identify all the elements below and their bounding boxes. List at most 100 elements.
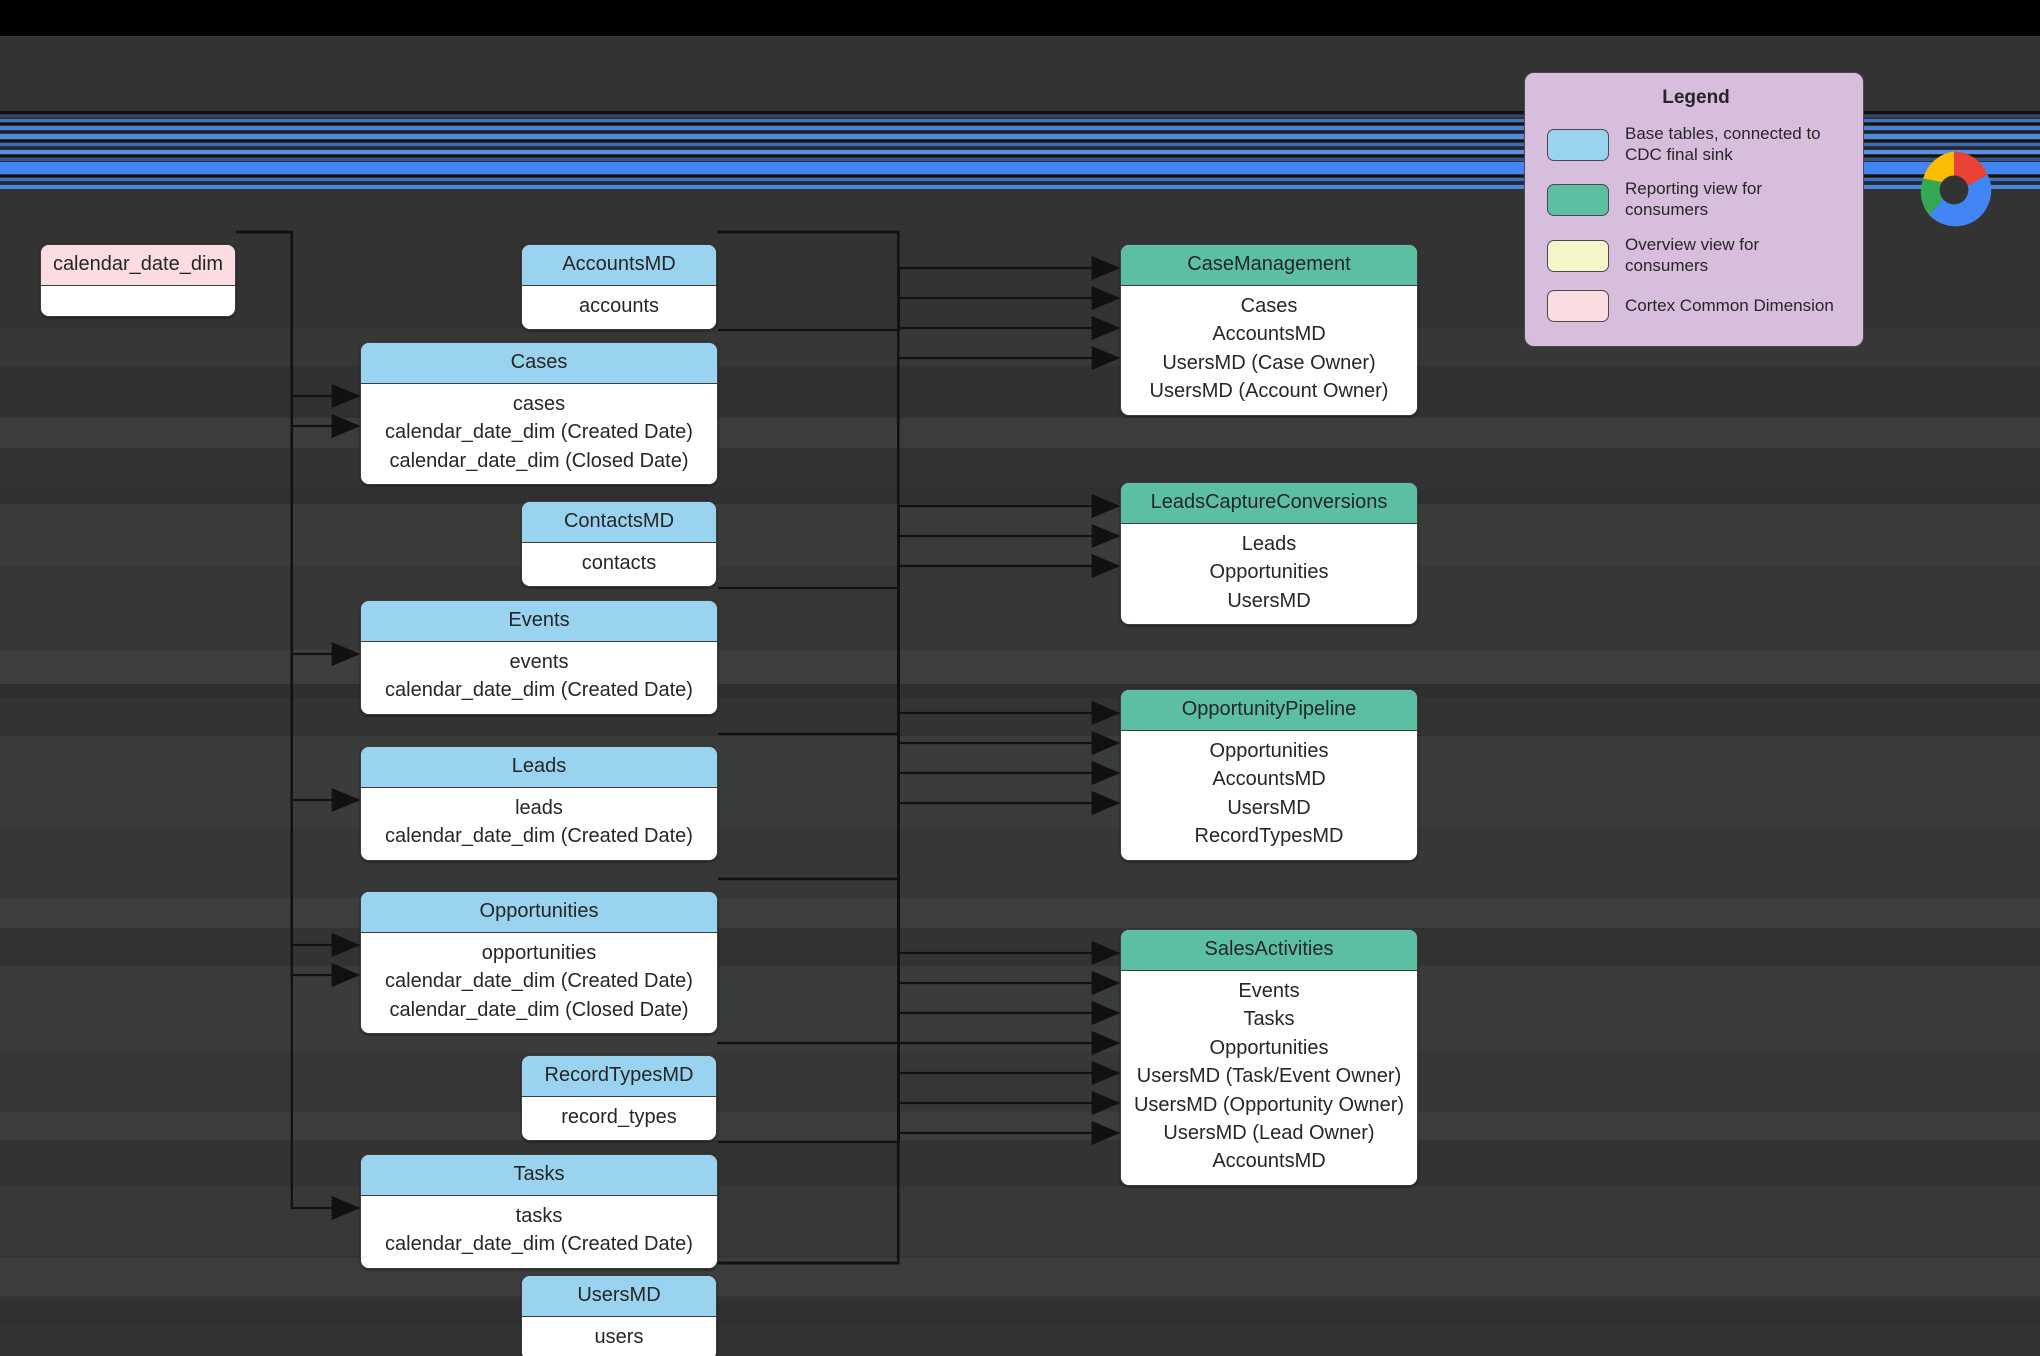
edge [236,230,361,813]
node-recordtypesmd[interactable]: RecordTypesMD record_types [521,1055,717,1142]
node-row: accounts [578,295,660,317]
edge [717,230,1121,311]
node-row: opportunities [481,942,597,964]
node-title-recordtypesmd: RecordTypesMD [522,1056,716,1097]
edge [717,790,1121,1045]
edge [718,523,1121,881]
edge [718,877,1121,1026]
node-row: Events [1238,980,1300,1002]
edge [718,493,1121,736]
node-row: cases [512,393,566,415]
legend-item-label: Cortex Common Dimension [1625,296,1834,316]
node-title-cases: Cases [361,343,717,384]
legend-item-label: Base tables, connected to CDC final sink [1625,124,1821,164]
edge [236,230,361,409]
node-row: events [509,651,569,673]
google-cloud-logo [1920,151,1992,227]
edge [236,230,361,1221]
edge [717,760,1121,1265]
legend-panel: Legend Base tables, connected to CDC fin… [1524,72,1864,347]
node-usersmd[interactable]: UsersMD users [521,1275,717,1356]
legend-item-label: Overview view for consumers [1625,234,1760,275]
node-title-accountsmd: AccountsMD [522,245,716,286]
edge [717,345,1121,1265]
node-row: RecordTypesMD [1194,825,1344,848]
node-row: calendar_date_dim (Created Date) [385,421,693,444]
node-title-tasks: Tasks [361,1155,717,1196]
node-row: Leads [1241,533,1297,555]
edge [718,255,1121,332]
node-title-calendar_date_dim: calendar_date_dim [41,245,235,286]
legend-title: Legend [1662,87,1730,108]
node-row: Tasks [1243,1008,1295,1031]
node-cases[interactable]: Cases cases calendar_date_dim (Created Dat… [360,342,718,486]
node-body-calendar_date_dim [41,286,235,316]
legend-item: Cortex Common Dimension [1547,290,1845,323]
edge [236,230,361,958]
node-row: AccountsMD [1212,323,1326,346]
node-title-usersmd: UsersMD [522,1276,716,1317]
edge [717,230,1121,756]
node-body-accountsmd: accounts [522,286,716,330]
node-row: Opportunities [1209,561,1329,584]
node-title-casemanagement: CaseManagement [1121,245,1417,286]
node-row: leads [515,797,563,819]
node-title-events: Events [361,601,717,642]
cortex-dimension-swatch [1547,290,1609,323]
node-row: UsersMD (Case Owner) [1162,351,1376,374]
node-row: UsersMD (Opportunity Owner) [1133,1093,1405,1116]
node-row: UsersMD (Account Owner) [1149,380,1389,403]
node-row: Cases [1240,295,1298,317]
node-title-opportunitypipeline: OpportunityPipeline [1121,690,1417,731]
reporting-view-swatch [1547,184,1609,217]
node-body-opportunities: opportunities calendar_date_dim (Created … [361,933,717,1034]
node-row: AccountsMD [1212,1150,1326,1173]
node-body-events: events calendar_date_dim (Created Date) [361,642,717,714]
node-accountsmd[interactable]: AccountsMD accounts [521,244,717,331]
legend-item: Reporting view for consumers [1547,179,1845,220]
node-title-leads: Leads [361,747,717,788]
legend-item-label: Reporting view for consumers [1625,179,1763,220]
overview-view-swatch [1547,239,1609,272]
edge [718,700,1121,881]
node-row: contacts [581,552,657,574]
node-row: UsersMD (Task/Event Owner) [1136,1065,1402,1088]
node-calendar_date_dim[interactable]: calendar_date_dim [40,244,236,317]
legend-item: Base tables, connected to CDC final sink [1547,124,1845,165]
node-row: record_types [561,1106,677,1128]
node-row: Opportunities [1209,1036,1329,1059]
node-row: UsersMD (Lead Owner) [1163,1121,1375,1144]
node-row: UsersMD [1227,589,1311,612]
edge [717,1030,1121,1265]
edge [236,230,361,667]
node-row: UsersMD [1227,796,1311,819]
node-row: tasks [515,1205,563,1227]
edge [717,1060,1121,1265]
base-table-swatch [1547,128,1609,161]
node-row: users [594,1326,644,1348]
edge [717,553,1121,1265]
node-row: AccountsMD [1212,768,1326,791]
node-row: calendar_date_dim (Created Date) [385,970,693,993]
edge [717,230,1121,1146]
node-row: calendar_date_dim (Created Date) [385,679,693,702]
node-body-contactsmd: contacts [522,543,716,587]
node-events[interactable]: Events events calendar_date_dim (Created D… [360,600,718,715]
node-row: calendar_date_dim (Closed Date) [389,449,689,472]
node-title-salesactivities: SalesActivities [1121,930,1417,971]
